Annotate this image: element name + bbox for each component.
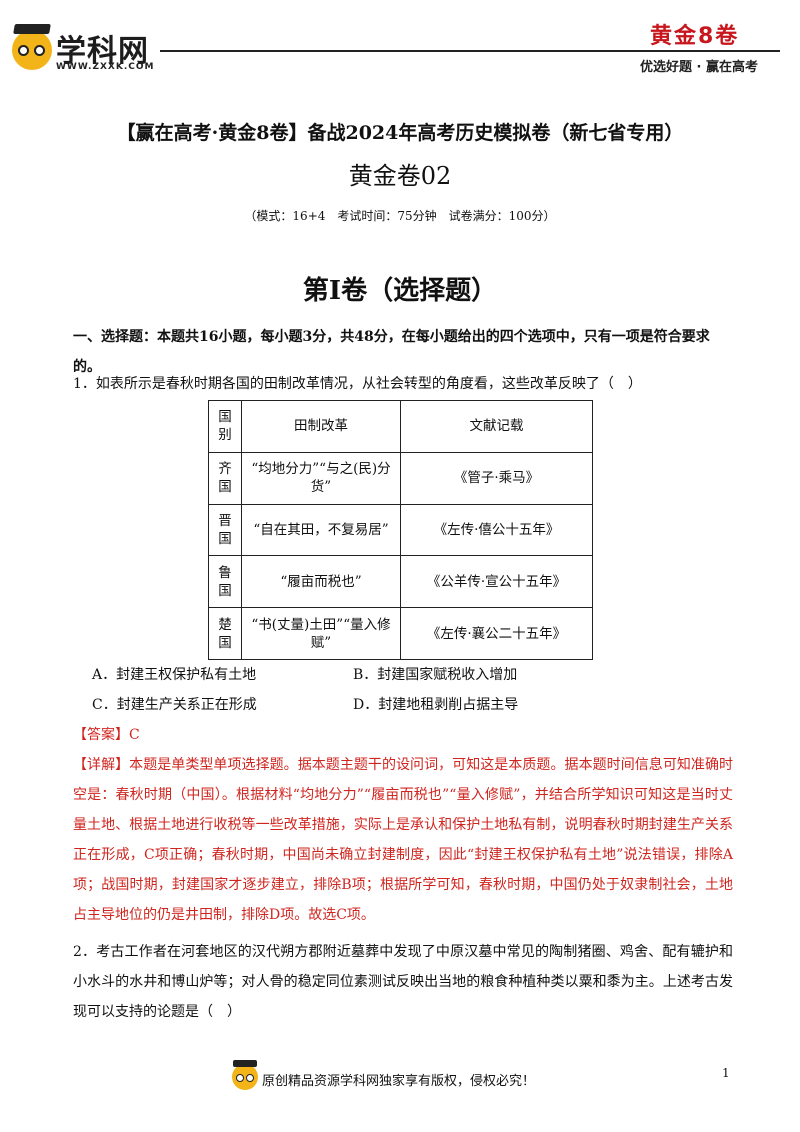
reform-cell: “履亩而税也” [241, 555, 401, 609]
table-row: 晋国 “自在其田，不复易居” 《左传·僖公十五年》 [208, 503, 593, 557]
logo-text: 学科网 [56, 34, 149, 69]
table-header-row: 国别 田制改革 文献记载 [208, 400, 593, 453]
state-cell: 楚国 [208, 607, 242, 660]
brand-slogan: 优选好题 · 赢在高考 [640, 60, 758, 75]
exam-info: （模式：16+4 考试时间：75分钟 试卷满分：100分） [244, 209, 556, 223]
table-header-cell: 田制改革 [241, 400, 401, 453]
source-cell: 《左传·僖公十五年》 [400, 503, 593, 557]
site-logo[interactable]: 学科网 WWW.ZXXK.COM [12, 24, 172, 78]
source-cell: 《左传·襄公二十五年》 [400, 607, 593, 660]
option-d: D．封建地租剥削占据主导 [353, 697, 519, 713]
state-cell: 鲁国 [208, 555, 242, 609]
answer-label: 【答案】C [73, 727, 140, 743]
state-cell: 齐国 [208, 451, 242, 505]
question-1-stem: 1．如表所示是春秋时期各国的田制改革情况，从社会转型的角度看，这些改革反映了（ … [73, 376, 642, 392]
reform-cell: “书(丈量)土田”“量入修赋” [241, 607, 401, 660]
option-b: B．封建国家赋税收入增加 [353, 667, 518, 683]
mascot-icon [12, 24, 52, 70]
answer-analysis: 【详解】本题是单类型单项选择题。据本题主题干的设问词，可知这是本质题。据本题时间… [73, 757, 733, 923]
section-title: 第I卷（选择题） [302, 276, 498, 306]
brand-title: 黄金8卷 [650, 24, 740, 49]
table-row: 楚国 “书(丈量)土田”“量入修赋” 《左传·襄公二十五年》 [208, 607, 593, 660]
option-c: C．封建生产关系正在形成 [92, 697, 257, 713]
state-cell: 晋国 [208, 503, 242, 557]
table-header-cell: 国别 [208, 400, 242, 453]
page-number: 1 [722, 1066, 730, 1080]
table-row: 鲁国 “履亩而税也” 《公羊传·宣公十五年》 [208, 555, 593, 609]
reform-cell: “自在其田，不复易居” [241, 503, 401, 557]
mascot-icon [232, 1060, 258, 1090]
table-header-cell: 文献记载 [400, 400, 593, 453]
copyright-notice: 原创精品资源学科网独家享有版权，侵权必究！ [262, 1074, 536, 1089]
reform-cell: “均地分力”“与之(民)分货” [241, 451, 401, 505]
header-divider [160, 50, 780, 52]
document-title: 【赢在高考·黄金8卷】备战2024年高考历史模拟卷（新七省专用） [116, 122, 684, 144]
option-a: A．封建王权保护私有土地 [92, 667, 257, 683]
source-cell: 《公羊传·宣公十五年》 [400, 555, 593, 609]
section-instructions: 一、选择题：本题共16小题，每小题3分，共48分，在每小题给出的四个选项中，只有… [73, 329, 710, 375]
paper-subtitle: 黄金卷02 [348, 162, 452, 190]
question-2-stem: 2．考古工作者在河套地区的汉代朔方郡附近墓葬中发现了中原汉墓中常见的陶制猪圈、鸡… [73, 944, 733, 1020]
question-1-table: 国别 田制改革 文献记载 齐国 “均地分力”“与之(民)分货” 《管子·乘马》 … [208, 400, 593, 660]
table-row: 齐国 “均地分力”“与之(民)分货” 《管子·乘马》 [208, 451, 593, 505]
logo-url: WWW.ZXXK.COM [56, 62, 155, 72]
source-cell: 《管子·乘马》 [400, 451, 593, 505]
footer: 原创精品资源学科网独家享有版权，侵权必究！ [232, 1060, 572, 1094]
